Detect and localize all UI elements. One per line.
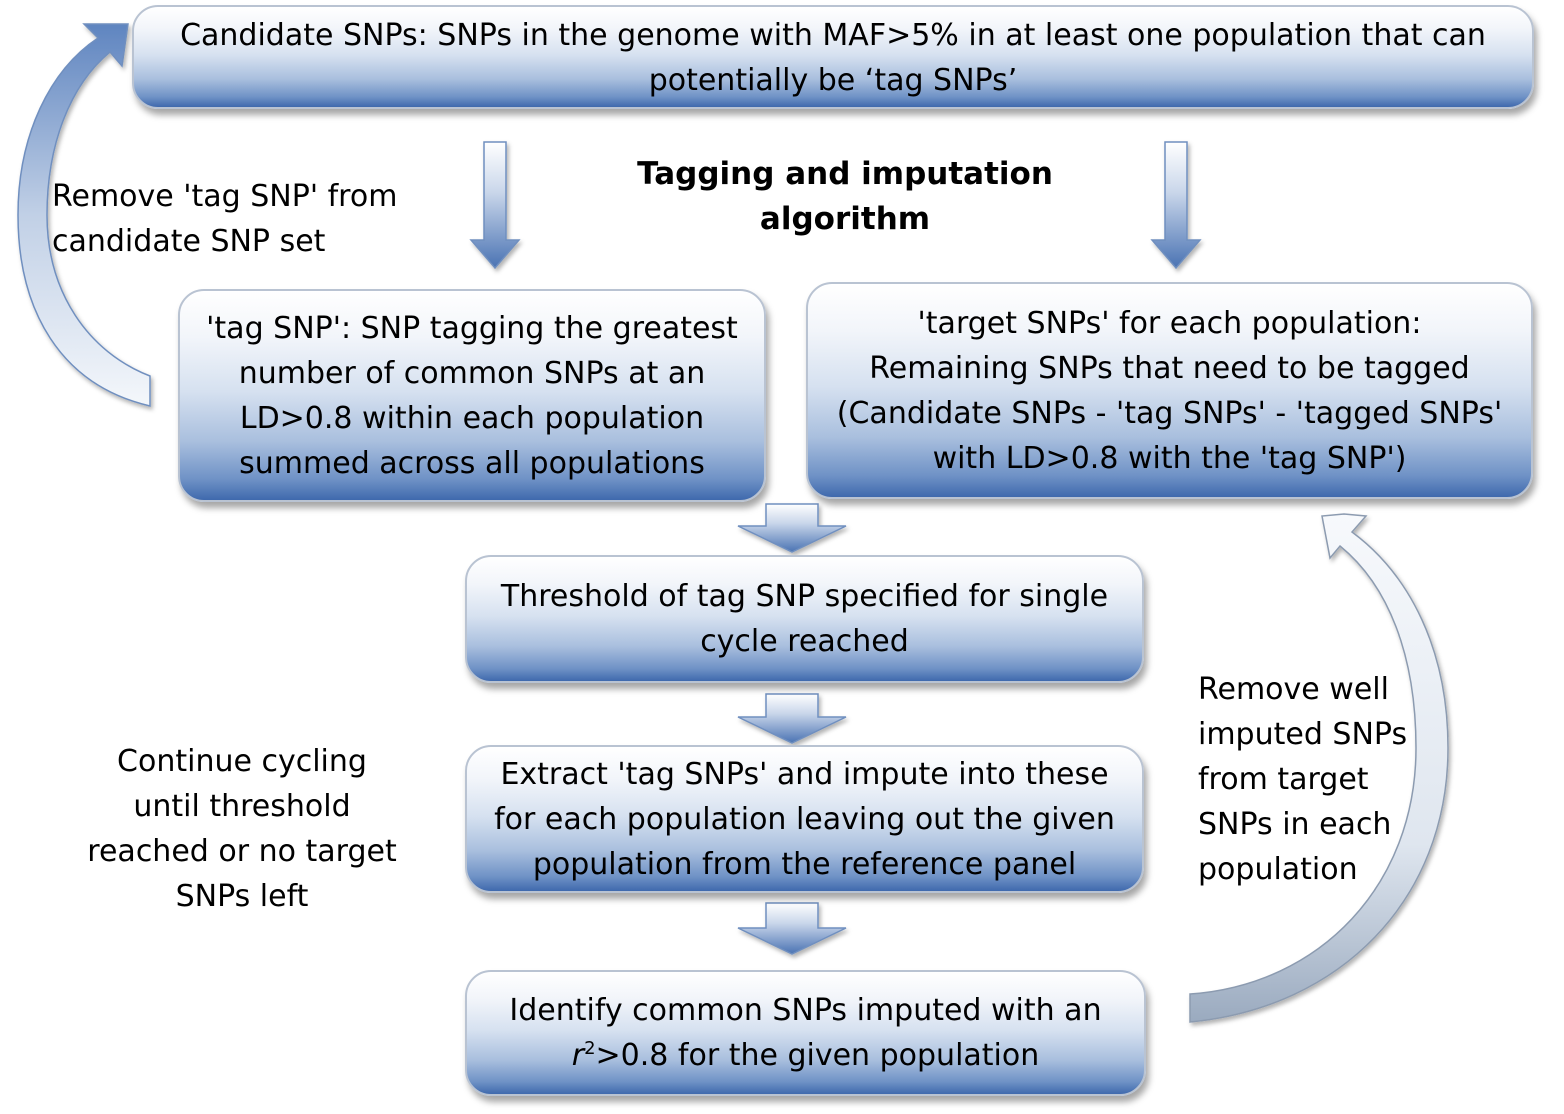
tag-line-4: summed across all populations	[239, 445, 705, 481]
block-arrow-to-threshold	[737, 503, 847, 553]
target-line-2: Remaining SNPs that need to be tagged	[869, 350, 1470, 386]
candidate-line-2: potentially be ‘tag SNPs’	[648, 63, 1018, 98]
curved-arrow-remove-imputed	[1189, 513, 1449, 1023]
identify-r-variable: r	[571, 1038, 585, 1073]
remove-imputed-line-2: imputed SNPs	[1198, 717, 1408, 752]
extract-line-1: Extract 'tag SNPs' and impute into these	[500, 756, 1109, 792]
block-arrow-to-identify	[737, 902, 847, 955]
curved-arrow-remove-tag	[17, 23, 151, 407]
remove-tag-line-2: candidate SNP set	[52, 224, 326, 259]
extract-box: Extract 'tag SNPs' and impute into these…	[465, 745, 1144, 893]
block-arrow-to-extract	[737, 693, 847, 744]
continue-line-1: Continue cycling	[117, 744, 367, 779]
identify-line-1: Identify common SNPs imputed with an	[509, 993, 1102, 1028]
title-line-2: algorithm	[759, 201, 931, 237]
down-arrow-candidate-to-tag	[469, 141, 521, 270]
threshold-line-1: Threshold of tag SNP specified for singl…	[500, 579, 1109, 614]
threshold-box: Threshold of tag SNP specified for singl…	[465, 555, 1144, 683]
target-line-3: (Candidate SNPs - 'tag SNPs' - 'tagged S…	[836, 395, 1503, 431]
diagram-title: Tagging and imputation algorithm	[600, 152, 1090, 242]
candidate-line-1: Candidate SNPs: SNPs in the genome with …	[180, 18, 1486, 53]
target-line-4: with LD>0.8 with the 'tag SNP')	[932, 440, 1407, 476]
identify-box: Identify common SNPs imputed with an r2>…	[465, 970, 1146, 1096]
continue-line-3: reached or no target	[87, 834, 397, 869]
identify-r-superscript: 2	[584, 1038, 596, 1059]
remove-tag-line-1: Remove 'tag SNP' from	[52, 179, 398, 214]
label-remove-tag-snp: Remove 'tag SNP' from candidate SNP set	[52, 174, 397, 264]
remove-imputed-line-3: from target	[1198, 762, 1369, 797]
identify-line-2-rest: >0.8 for the given population	[595, 1038, 1040, 1073]
label-remove-imputed: Remove well imputed SNPs from target SNP…	[1198, 667, 1407, 892]
remove-imputed-line-1: Remove well	[1198, 672, 1389, 707]
title-line-1: Tagging and imputation	[637, 156, 1053, 192]
continue-line-2: until threshold	[133, 789, 351, 824]
extract-line-3: population from the reference panel	[532, 846, 1077, 882]
tag-snp-box: 'tag SNP': SNP tagging the greatest numb…	[178, 289, 766, 502]
candidate-snps-box: Candidate SNPs: SNPs in the genome with …	[132, 5, 1534, 109]
extract-line-2: for each population leaving out the give…	[494, 801, 1115, 837]
continue-line-4: SNPs left	[175, 879, 309, 914]
target-line-1: 'target SNPs' for each population:	[917, 305, 1422, 341]
label-continue-cycling: Continue cycling until threshold reached…	[72, 739, 412, 919]
tag-line-1: 'tag SNP': SNP tagging the greatest	[206, 310, 738, 346]
remove-imputed-line-4: SNPs in each	[1198, 807, 1392, 842]
identify-line-2: r2>0.8 for the given population	[509, 1033, 1101, 1078]
target-snps-box: 'target SNPs' for each population: Remai…	[806, 282, 1533, 499]
threshold-line-2: cycle reached	[700, 624, 909, 659]
remove-imputed-line-5: population	[1198, 852, 1358, 887]
tag-line-2: number of common SNPs at an	[238, 355, 706, 391]
tag-line-3: LD>0.8 within each population	[239, 400, 705, 436]
down-arrow-candidate-to-target	[1150, 141, 1202, 270]
